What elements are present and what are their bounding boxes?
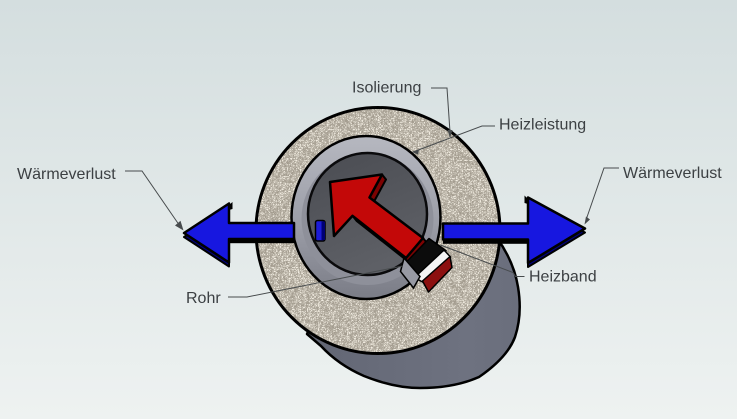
svg-text:Wärmeverlust: Wärmeverlust (17, 166, 116, 183)
svg-text:Wärmeverlust: Wärmeverlust (623, 165, 722, 182)
svg-text:Heizband: Heizband (529, 268, 597, 285)
svg-text:Heizleistung: Heizleistung (499, 117, 586, 134)
svg-text:Rohr: Rohr (186, 290, 221, 307)
svg-text:Isolierung: Isolierung (352, 80, 421, 97)
